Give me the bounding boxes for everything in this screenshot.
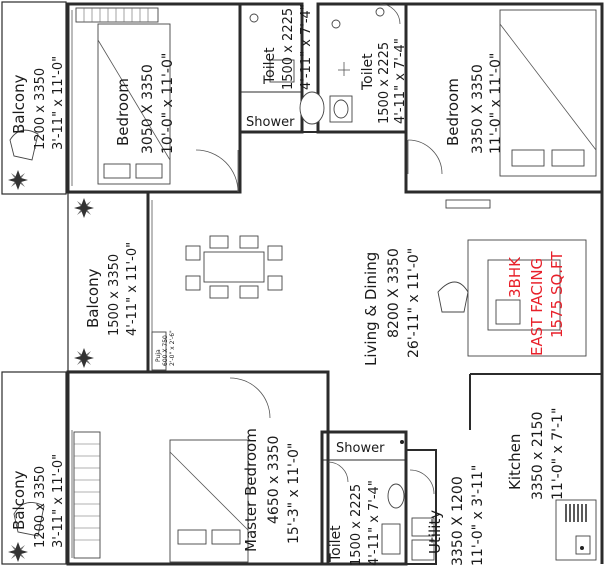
- balcony-bottom-name: Balcony: [10, 470, 28, 530]
- shower-2-label: Shower: [336, 441, 385, 456]
- utility-metric: 3350 X 1200: [450, 476, 466, 566]
- bedroom-2-metric: 3350 X 3350: [470, 64, 486, 154]
- plants: [8, 170, 94, 562]
- balcony-top-name: Balcony: [10, 74, 28, 134]
- toilet-2-name: Toilet: [360, 53, 376, 91]
- toilet-1-name: Toilet: [262, 47, 278, 85]
- master-bedroom-name: Master Bedroom: [242, 428, 260, 552]
- toilet-1-metric: 1500 x 2225: [281, 8, 296, 90]
- toilet-3-metric: 1500 x 2225: [349, 484, 364, 566]
- master-bedroom-imperial: 15'-3" x 11'-0": [286, 443, 302, 544]
- toilet-2-metric: 1500 x 2225: [377, 42, 392, 124]
- puja-imperial: 2'-0" x 2'-6": [169, 330, 176, 366]
- kitchen-name: Kitchen: [506, 434, 524, 490]
- balcony-bottom-imperial: 3'-11" x 11'-0": [51, 454, 66, 548]
- balcony-top-imperial: 3'-11" x 11'-0": [51, 56, 66, 150]
- bedroom-2-imperial: 11'-0" x 11'-0": [488, 53, 504, 154]
- living-metric: 8200 X 3350: [386, 248, 402, 338]
- balcony-mid-metric: 1500 x 3350: [107, 254, 122, 336]
- headline-bhk: 3BHK: [506, 256, 524, 298]
- master-bedroom-metric: 4650 x 3350: [266, 436, 282, 524]
- balcony-mid-imperial: 4'-11" x 11'-0": [125, 242, 140, 336]
- doors: [195, 3, 443, 495]
- headline-facing: EAST FACING: [528, 258, 546, 356]
- shower-1-label: Shower: [246, 115, 295, 130]
- bedroom-1-metric: 3050 X 3350: [140, 64, 156, 154]
- toilet-3-imperial: 4'-11" x 7'-4": [367, 480, 382, 566]
- toilet-3-name: Toilet: [328, 525, 344, 563]
- bedroom-2-name: Bedroom: [444, 78, 462, 146]
- balcony-mid-name: Balcony: [84, 268, 102, 328]
- toilet-1-imperial: 4'-11" x 7'-4": [299, 4, 314, 90]
- kitchen-imperial: 11'-0" x 7'-1": [550, 408, 566, 500]
- bedroom-1-name: Bedroom: [114, 78, 132, 146]
- puja-name: Puja: [155, 349, 162, 362]
- toilet-2-imperial: 4'-11" x 7'-4": [393, 38, 408, 124]
- bedroom-1-imperial: 10'-0" x 11'-0": [160, 53, 176, 154]
- balcony-bottom-metric: 1200 x 3350: [33, 466, 48, 548]
- living-name: Living & Dining: [362, 252, 380, 366]
- utility-name: Utility: [426, 510, 444, 554]
- puja-metric: 600 X 750: [162, 335, 169, 366]
- utility-imperial: 11'-0" x 3'-11": [470, 465, 486, 566]
- headline-area: 1575 SQ.FT: [548, 251, 566, 338]
- living-imperial: 26'-11" x 11'-0": [406, 248, 422, 358]
- kitchen-metric: 3350 x 2150: [530, 412, 546, 500]
- furniture: [9, 7, 597, 563]
- balcony-top-metric: 1200 x 3350: [33, 68, 48, 150]
